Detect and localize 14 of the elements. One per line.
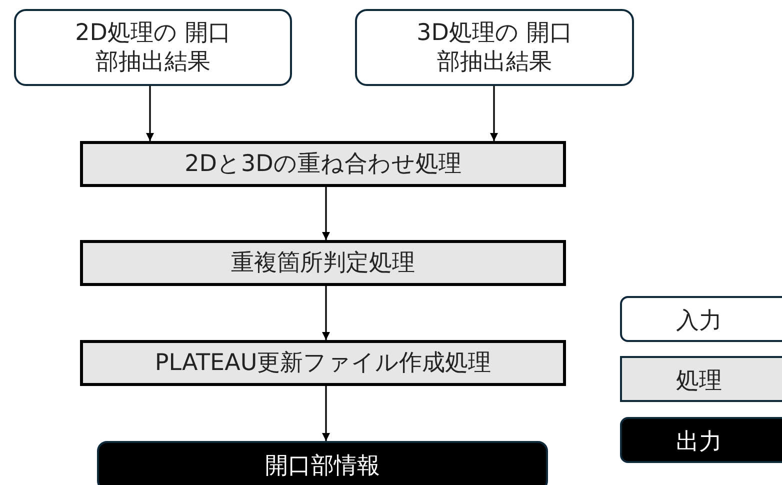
input-box: 2D処理の 開口部抽出結果 — [14, 9, 292, 86]
process-box: 2Dと3Dの重ね合わせ処理 — [80, 141, 566, 187]
legend-label: 出力 — [676, 428, 722, 457]
legend-label: 処理 — [676, 367, 722, 396]
arrow — [490, 86, 498, 141]
output-box: 開口部情報 — [97, 441, 548, 485]
process-box: PLATEAU更新ファイル作成処理 — [80, 340, 566, 386]
legend-label: 入力 — [676, 307, 722, 336]
arrow — [322, 187, 330, 240]
arrow — [146, 86, 154, 141]
arrow — [322, 386, 330, 441]
arrow — [322, 286, 330, 340]
process-box: 重複箇所判定処理 — [80, 240, 566, 286]
input-box: 3D処理の 開口部抽出結果 — [355, 9, 634, 86]
